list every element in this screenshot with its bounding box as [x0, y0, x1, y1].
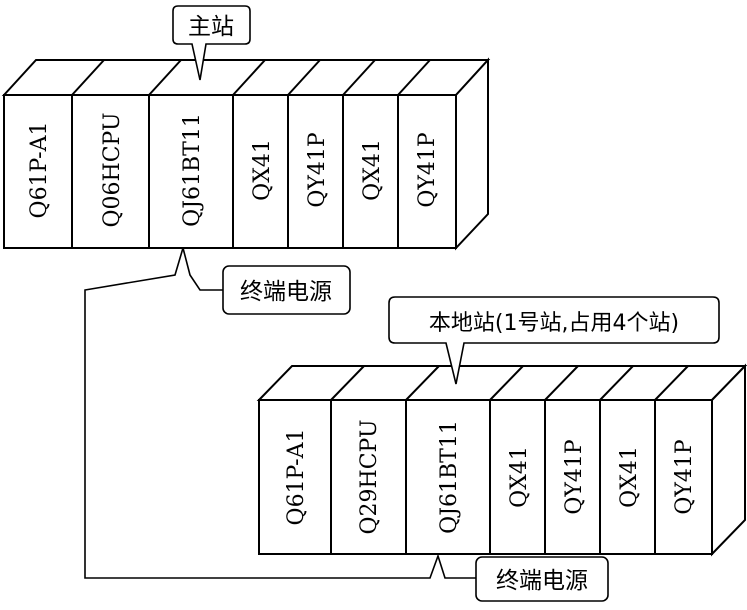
local-slot-dividers: [330, 365, 689, 554]
local-module-1: Q61P-A1: [284, 429, 309, 526]
master-module-6: QX41: [360, 139, 385, 201]
local-module-2: Q29HCPU: [357, 419, 382, 534]
master-slot-dividers: [71, 59, 431, 248]
master-terminator-label: 终端电源: [240, 279, 332, 305]
master-module-2: Q06HCPU: [100, 112, 125, 227]
master-callout-label: 主站: [188, 14, 234, 40]
master-module-7: QY41P: [415, 132, 440, 208]
local-module-5: QY41P: [562, 439, 587, 515]
master-module-4: QX41: [250, 139, 275, 201]
master-terminator-callout: 终端电源: [222, 265, 351, 315]
local-terminator-callout: 终端电源: [475, 556, 609, 602]
local-module-6: QX41: [617, 446, 642, 508]
local-callout: 本地站(1号站,占用4个站): [388, 296, 720, 385]
local-module-7: QY41P: [672, 439, 697, 515]
master-module-labels: Q61P-A1 Q06HCPU QJ61BT11 QX41 QY41P QX41…: [27, 112, 440, 227]
master-rack: [1, 57, 491, 251]
master-callout: 主站: [172, 5, 251, 81]
master-module-5: QY41P: [305, 132, 330, 208]
master-module-1: Q61P-A1: [27, 122, 52, 219]
local-callout-label: 本地站(1号站,占用4个站): [429, 311, 679, 336]
local-module-labels: Q61P-A1 Q29HCPU QJ61BT11 QX41 QY41P QX41…: [284, 419, 697, 534]
local-terminator-label: 终端电源: [496, 568, 588, 594]
master-module-3: QJ61BT11: [180, 113, 205, 227]
local-module-3: QJ61BT11: [437, 420, 462, 534]
local-module-4: QX41: [507, 446, 532, 508]
cable: [84, 247, 476, 579]
